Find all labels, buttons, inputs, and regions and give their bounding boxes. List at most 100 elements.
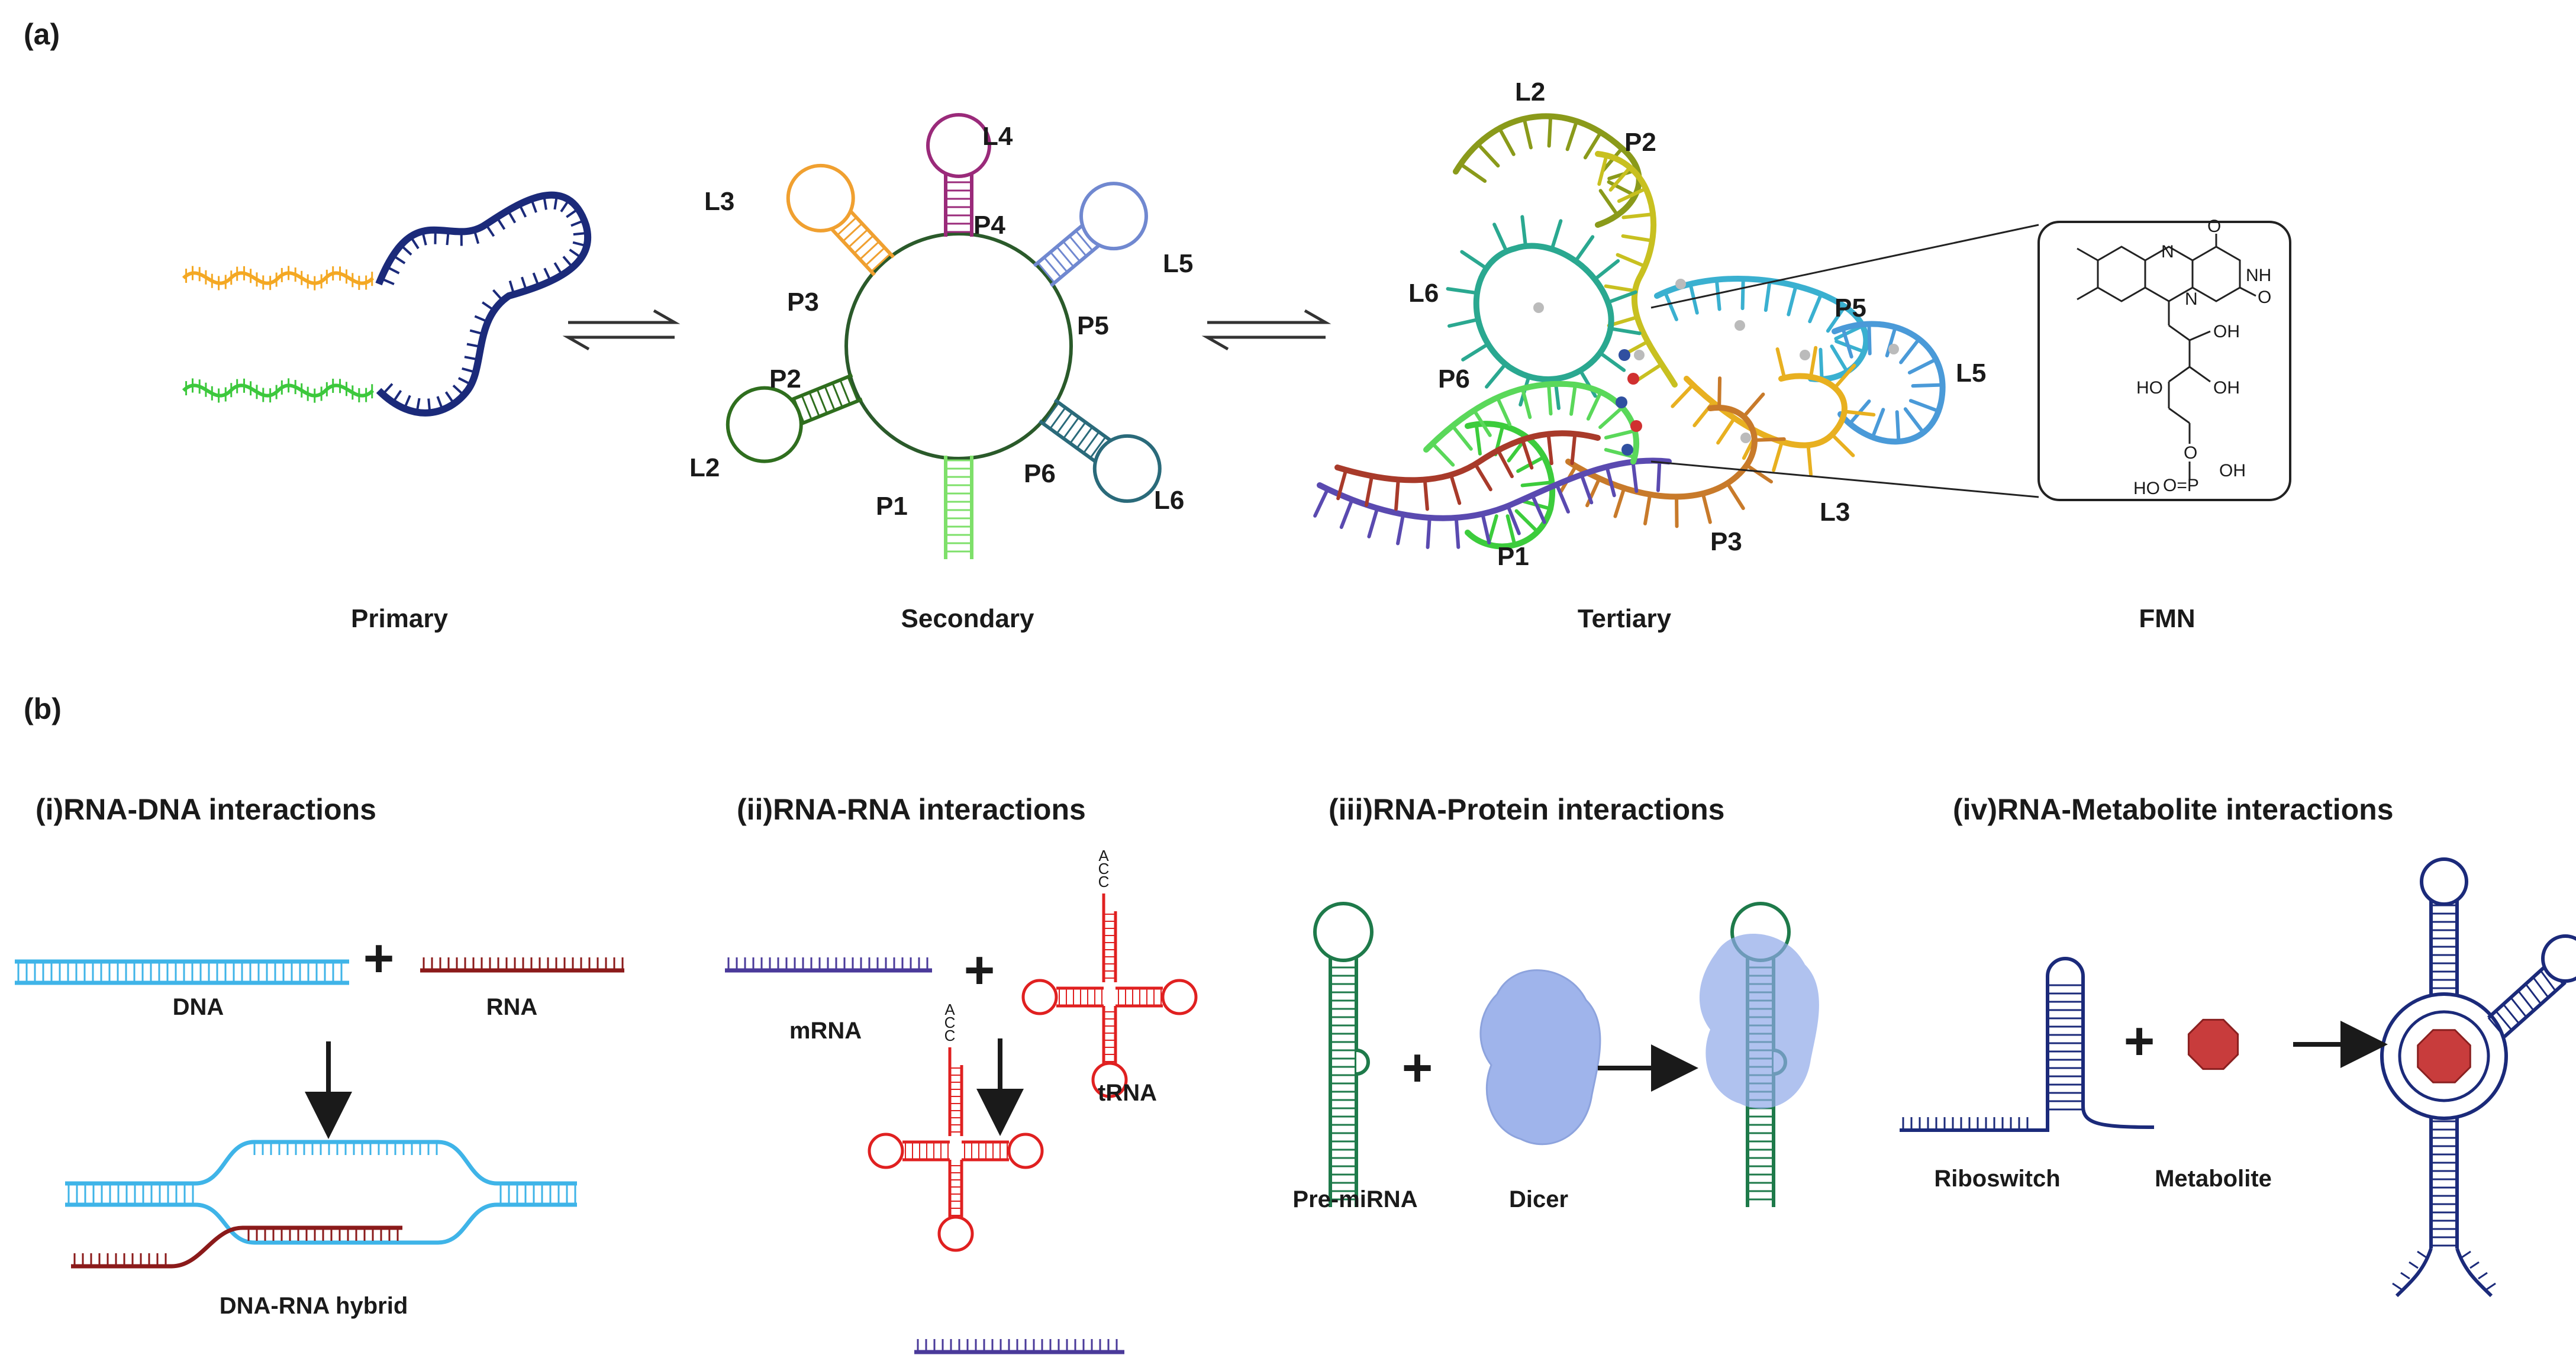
bound-side-bp (2503, 1004, 2520, 1024)
tertiary-l5-base (1911, 383, 1945, 388)
primary-base (410, 236, 420, 250)
tertiary-l2-base (1565, 119, 1579, 151)
bound-side-bp (2510, 996, 2527, 1018)
primary-base (518, 204, 527, 218)
trna-free-ac-loop (1091, 1062, 1128, 1098)
panel-b-label: (b) (24, 692, 62, 725)
metal-ion (1888, 344, 1899, 354)
tertiary-labels: L2 P2 L6 P5 L5 P6 P1 P3 L3 (1408, 78, 1986, 571)
riboswitch-label: Riboswitch (1934, 1166, 2060, 1192)
label-P6: P6 (1024, 459, 1056, 488)
trna-free-acc-0: A (1098, 847, 1109, 864)
fmn-atom-n2: N (2185, 289, 2198, 309)
plus-sign-i: + (363, 929, 395, 988)
rna-label: RNA (486, 994, 538, 1020)
primary-base (495, 217, 506, 230)
primary-base (553, 262, 563, 276)
tertiary-l6-base (1485, 362, 1508, 389)
zoom-line-top (1650, 224, 2039, 309)
primary-structure-diagram (182, 191, 592, 417)
tertiary-strand-base (1394, 478, 1400, 511)
tertiary-strand-base (1336, 468, 1348, 501)
tertiary-l3-base (1806, 443, 1813, 477)
primary-base (532, 272, 540, 287)
tertiary-l2-base (1497, 126, 1516, 156)
primary-base (530, 198, 537, 213)
tertiary-l2 (1453, 113, 1642, 228)
bound-side-bp (2525, 983, 2542, 1005)
bound-splay-base (2469, 1261, 2480, 1269)
central-loop (844, 232, 1073, 460)
primary-base (400, 244, 412, 256)
trna-bound-acc-0: A (944, 1001, 955, 1018)
primary-caption: Primary (351, 604, 448, 633)
plus-sign-ii: + (964, 941, 995, 1000)
stem-p5-bp (1050, 251, 1068, 273)
ligand-atom (1621, 444, 1633, 456)
tertiary-label-P6: P6 (1438, 364, 1470, 393)
tertiary-l6-base (1574, 235, 1595, 263)
primary-base (482, 301, 495, 312)
tertiary-l5-base (1871, 408, 1885, 439)
stem-p6 (1038, 398, 1162, 503)
trna-label: tRNA (1098, 1080, 1157, 1106)
stem-p5-bp (1056, 246, 1075, 267)
equilibrium-arrow-1 (562, 309, 681, 351)
equilibrium-arrow-2 (1201, 309, 1331, 351)
tertiary-strand-base (1520, 438, 1534, 470)
tertiary-p2-base (1597, 153, 1608, 186)
trna-bound-acc-1: C (944, 1014, 956, 1031)
fmn-atom-o1: O (2207, 217, 2221, 236)
tertiary-strand-base (1570, 432, 1577, 465)
tertiary-p2-base (1608, 166, 1632, 192)
primary-base (485, 224, 495, 237)
primary-base (382, 383, 394, 395)
pre-mirna (1313, 902, 1374, 1207)
label-L3: L3 (704, 187, 734, 216)
tertiary-p6-base (1586, 390, 1603, 421)
tertiary-l6-base (1550, 219, 1563, 251)
tertiary-p2 (1595, 151, 1678, 388)
bound-splay-base (2409, 1261, 2419, 1269)
tertiary-caption: Tertiary (1578, 604, 1672, 633)
section-iii-title: (iii)RNA-Protein interactions (1329, 793, 1724, 826)
tertiary-l3-base (1842, 409, 1876, 417)
primary-base (427, 398, 431, 413)
bound-splay-base (2417, 1250, 2427, 1259)
tertiary-label-P2: P2 (1624, 128, 1656, 157)
tertiary-p1-base (1474, 422, 1482, 456)
tertiary-p5-base (1787, 284, 1798, 317)
tertiary-backbone-base (1396, 512, 1405, 546)
ligand-atom (1627, 373, 1639, 385)
stem-p2-bp (847, 376, 859, 402)
label-P5: P5 (1077, 311, 1109, 340)
tertiary-l6-base (1446, 287, 1479, 295)
primary-base (566, 208, 579, 218)
tertiary-l2-base (1459, 162, 1487, 183)
stem-p3-loop (786, 163, 855, 233)
primary-base (474, 315, 489, 323)
primary-base (492, 289, 504, 302)
tertiary-p3-base (1717, 376, 1722, 410)
tertiary-p6-base (1598, 405, 1624, 430)
tertiary-strand-base (1423, 478, 1429, 511)
stem-p5-bp (1062, 241, 1081, 262)
rna-strand (420, 957, 624, 973)
primary-base (452, 384, 465, 396)
tertiary-backbone-base (1631, 460, 1639, 493)
primary-base (403, 395, 411, 409)
label-L4: L4 (982, 122, 1013, 151)
stem-p3-bp (865, 247, 885, 266)
stem-p3 (786, 163, 895, 276)
tertiary-l2-base (1476, 142, 1500, 168)
stem-p2-loop (726, 386, 803, 463)
dicer-label: Dicer (1509, 1186, 1568, 1212)
tertiary-p2-base (1617, 186, 1648, 203)
tertiary-l3-base (1671, 383, 1695, 408)
tertiary-p3-base (1701, 492, 1712, 524)
tertiary-l5-base (1899, 337, 1921, 364)
tertiary-l2-base (1583, 130, 1603, 160)
stem-p6-bp (1089, 436, 1107, 459)
fmn-atom-oh3: OH (2219, 461, 2246, 480)
label-L5: L5 (1163, 249, 1193, 278)
